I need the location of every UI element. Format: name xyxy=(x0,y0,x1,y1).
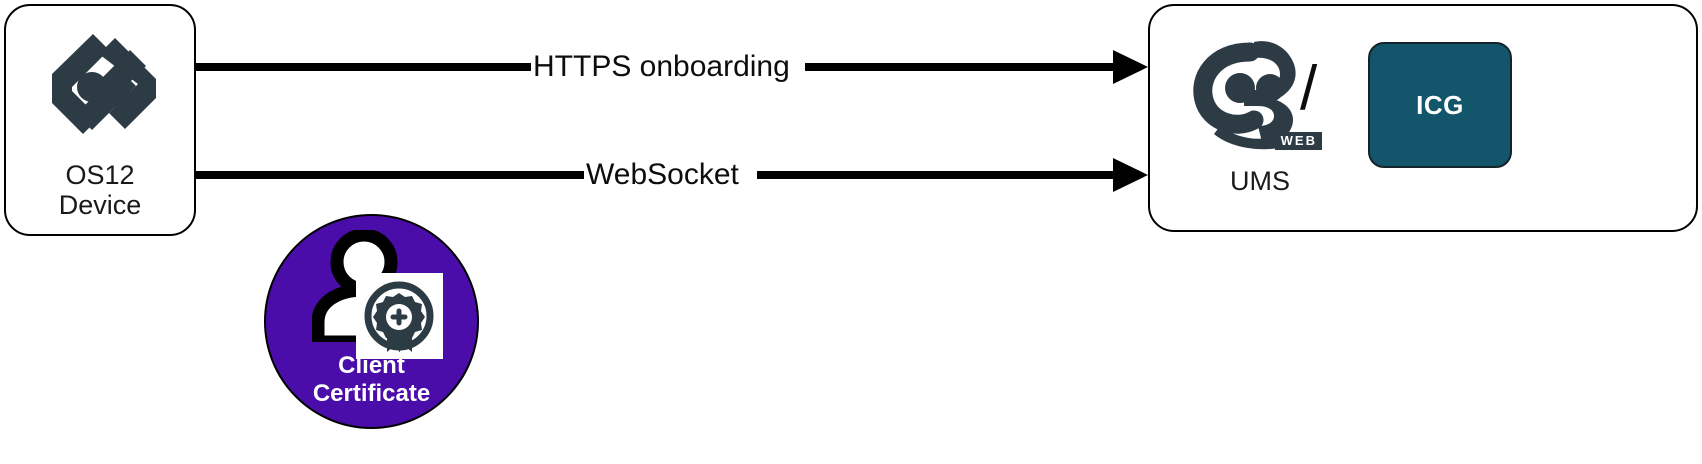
edge-websocket-segment-left xyxy=(195,171,585,179)
edge-websocket-segment-right xyxy=(757,171,1125,179)
edge-label-https-onboarding: HTTPS onboarding xyxy=(531,50,792,83)
arrowhead-icon-websocket xyxy=(1113,158,1148,192)
client-certificate-badge[interactable]: Client Certificate xyxy=(264,214,479,429)
certificate-seal-icon xyxy=(356,273,443,359)
icg-badge-label: ICG xyxy=(1416,89,1464,120)
ums-logo-icon: WEB xyxy=(1184,30,1322,152)
edge-label-websocket: WebSocket xyxy=(584,158,741,191)
arrowhead-icon-https-onboarding xyxy=(1113,50,1148,84)
os12-logo-icon xyxy=(46,28,162,144)
ums-logo-web-tag: WEB xyxy=(1274,132,1322,150)
node-separator-slash: / xyxy=(1300,54,1318,123)
icg-badge[interactable]: ICG xyxy=(1368,42,1512,168)
node-os12-device[interactable]: OS12 Device xyxy=(4,4,196,236)
edge-https-onboarding-segment-right xyxy=(805,63,1125,71)
client-certificate-caption: Client Certificate xyxy=(312,352,431,407)
edge-https-onboarding-segment-left xyxy=(195,63,533,71)
node-label-ums: UMS xyxy=(1230,166,1290,196)
node-label-os12-device: OS12 Device xyxy=(58,160,142,220)
